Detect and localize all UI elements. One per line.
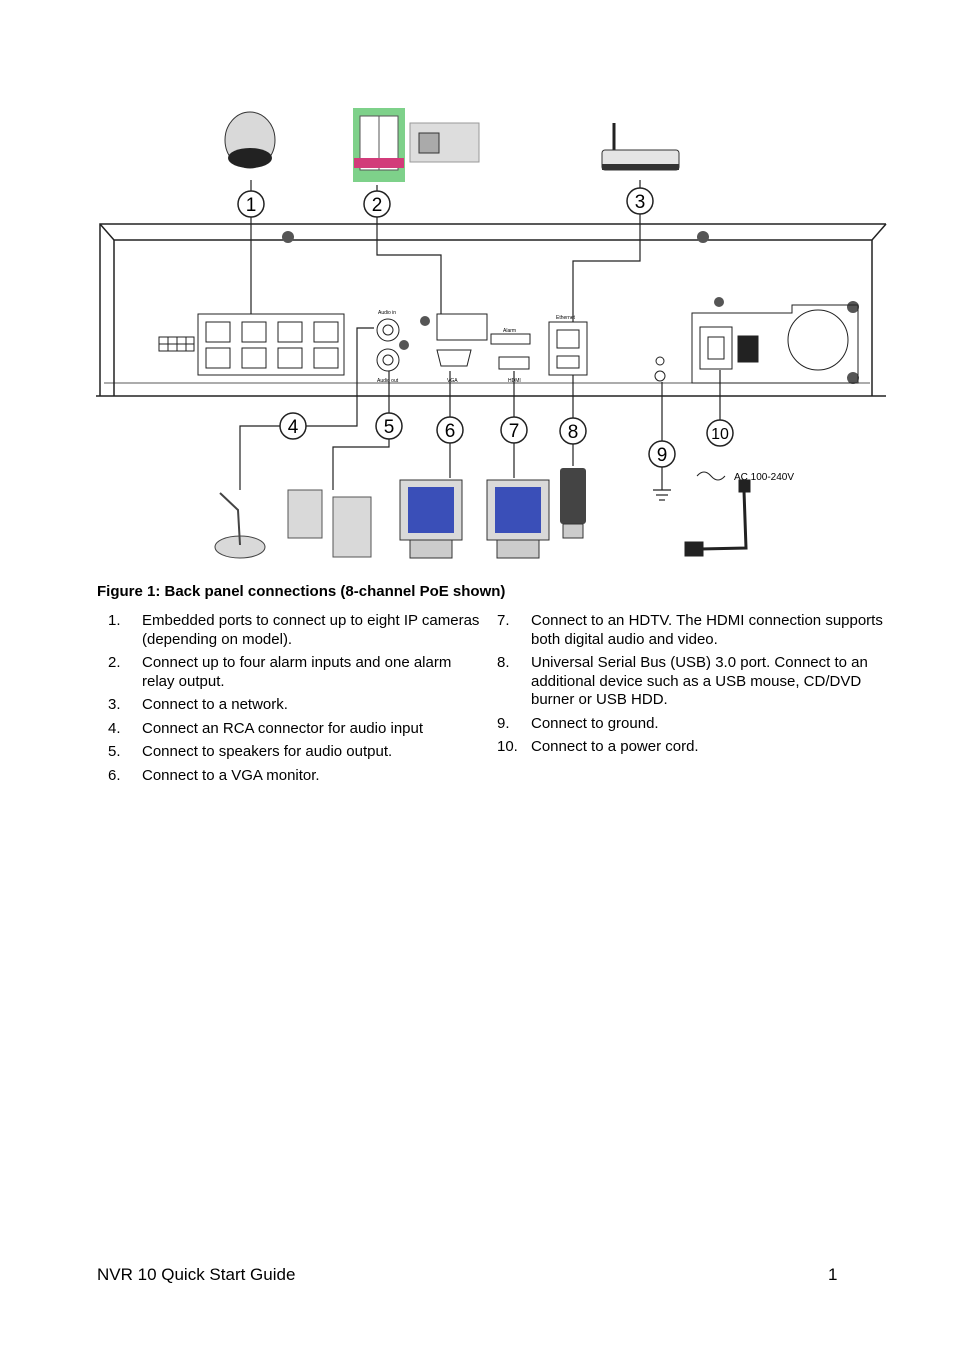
usb-drive-icon — [560, 468, 586, 539]
page-number: 1 — [828, 1265, 838, 1284]
list-item-number: 6. — [108, 766, 121, 784]
alarm-terminal — [436, 313, 531, 345]
back-panel-figure: Audio in Audio out Alarm VGA HDMI Ethern… — [96, 108, 887, 559]
callout-9: 9 — [657, 445, 668, 466]
list-item: 5. Connect to speakers for audio output. — [108, 743, 488, 762]
list-item-number: 2. — [108, 654, 121, 671]
list-item-number: 5. — [108, 743, 121, 760]
hdmi-port — [498, 356, 530, 370]
list-item-number: 8. — [497, 654, 510, 671]
callout-5: 5 — [384, 417, 395, 438]
poe-ports — [197, 313, 345, 376]
connection-list-right: 7. Connect to an HDTV. The HDMI connectio… — [497, 612, 887, 762]
ethernet-usb-ports — [548, 321, 588, 376]
ac-voltage-label: AC 100-240V — [734, 472, 794, 483]
hdtv-monitor-icon — [486, 479, 550, 559]
callout-1: 1 — [246, 195, 257, 216]
list-item: 3. Connect to a network. — [108, 696, 488, 715]
alarm-label: Alarm — [503, 328, 516, 334]
list-item-text: Connect to ground. — [531, 714, 659, 732]
alarm-window-icon — [353, 108, 405, 182]
list-item: 6. Connect to a VGA monitor. — [108, 767, 488, 786]
list-item-text: Connect to speakers for audio output. — [142, 743, 393, 760]
list-item-number: 4. — [108, 719, 121, 737]
callout-3: 3 — [635, 192, 646, 213]
microphone-icon — [214, 492, 266, 559]
side-vent — [158, 336, 195, 352]
audio-out-label: Audio out — [377, 378, 399, 384]
audio-in-label: Audio in — [378, 310, 396, 316]
list-item: 8. Universal Serial Bus (USB) 3.0 port. C… — [497, 654, 887, 710]
alarm-siren-icon — [409, 122, 480, 163]
callout-8: 8 — [568, 422, 579, 443]
leader-lines — [239, 180, 721, 490]
panel-screws — [282, 231, 859, 384]
dome-camera-icon — [224, 111, 276, 169]
ground-terminal — [654, 356, 666, 382]
list-item-text: Connect up to four alarm inputs and one … — [142, 654, 452, 690]
vga-label: VGA — [447, 378, 458, 384]
ac-symbol-icon — [696, 471, 726, 481]
list-item-number: 10. — [497, 738, 518, 755]
list-item: 10. Connect to a power cord. — [497, 738, 887, 757]
nvr-back-panel — [96, 223, 887, 397]
list-item-text: Universal Serial Bus (USB) 3.0 port. Con… — [531, 654, 868, 708]
list-item-text: Embedded ports to connect up to eight IP… — [142, 612, 480, 648]
list-item-number: 3. — [108, 696, 121, 713]
list-item: 2. Connect up to four alarm inputs and on… — [108, 654, 488, 691]
figure-caption: Figure 1: Back panel connections (8-chan… — [97, 583, 506, 600]
footer-title: NVR 10 Quick Start Guide — [97, 1265, 296, 1284]
callout-10: 10 — [711, 426, 729, 443]
list-item-text: Connect to a network. — [142, 696, 288, 713]
list-item: 4. Connect an RCA connector for audio inp… — [108, 720, 488, 739]
list-item: 1. Embedded ports to connect up to eight … — [108, 612, 488, 649]
list-item-text: Connect an RCA connector for audio input — [142, 719, 424, 737]
speakers-icon — [287, 489, 372, 558]
list-item-text: Connect to an HDTV. The HDMI connection … — [531, 612, 883, 648]
list-item: 7. Connect to an HDTV. The HDMI connectio… — [497, 612, 887, 649]
list-item-text: Connect to a VGA monitor. — [142, 766, 320, 784]
list-item-number: 7. — [497, 612, 510, 629]
callout-2: 2 — [372, 195, 383, 216]
power-cord-icon — [684, 479, 751, 557]
list-item: 9. Connect to ground. — [497, 715, 887, 734]
audio-ports — [376, 318, 400, 372]
list-item-number: 9. — [497, 714, 510, 732]
callout-6: 6 — [445, 421, 456, 442]
vga-port — [436, 349, 472, 367]
callout-7: 7 — [509, 421, 520, 442]
power-section — [691, 304, 859, 384]
ground-symbol-icon — [653, 474, 671, 501]
ethernet-label: Ethernet — [556, 315, 576, 321]
callout-4: 4 — [288, 417, 299, 438]
list-item-text: Connect to a power cord. — [531, 738, 699, 755]
connection-list-left: 1. Embedded ports to connect up to eight … — [108, 612, 488, 790]
router-icon — [601, 123, 680, 171]
list-item-number: 1. — [108, 612, 121, 629]
callout-markers — [237, 187, 734, 468]
vga-monitor-icon — [399, 479, 463, 559]
